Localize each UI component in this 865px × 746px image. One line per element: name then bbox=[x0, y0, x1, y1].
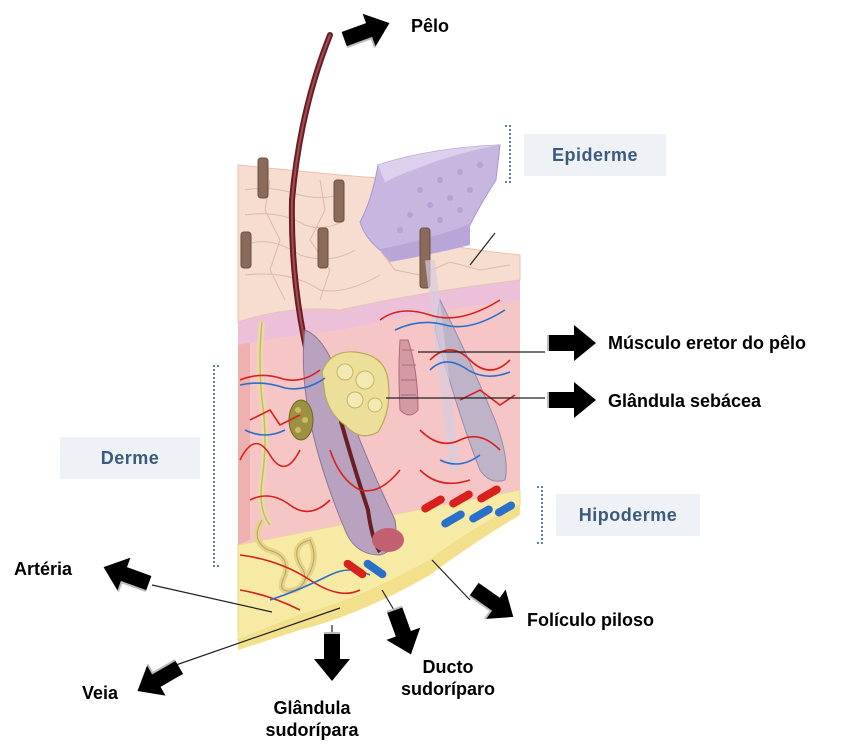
label-glandula-sud-line1: Glândula bbox=[252, 697, 372, 719]
label-ducto-sudoriparo: Ducto sudoríparo bbox=[386, 656, 510, 700]
arrow-foliculo bbox=[464, 575, 524, 632]
label-arteria: Artéria bbox=[14, 558, 72, 580]
label-pelo: Pêlo bbox=[411, 15, 449, 37]
region-epiderme: Epiderme bbox=[524, 134, 666, 176]
region-hipoderme: Hipoderme bbox=[556, 494, 700, 536]
arrow-ducto bbox=[378, 603, 428, 660]
arrow-musculo bbox=[548, 325, 596, 361]
skin-block bbox=[238, 35, 520, 650]
arrow-glandula-sebacea bbox=[548, 382, 596, 418]
label-foliculo-piloso: Folículo piloso bbox=[527, 609, 654, 631]
region-derme: Derme bbox=[60, 437, 200, 479]
label-glandula-sudoripara: Glândula sudorípara bbox=[252, 697, 372, 741]
arrow-pelo bbox=[338, 6, 395, 56]
arrow-veia bbox=[128, 651, 188, 706]
label-ducto-line1: Ducto bbox=[386, 656, 510, 678]
label-musculo-eretor: Músculo eretor do pêlo bbox=[608, 332, 806, 354]
arrow-glandula-sudoripara bbox=[314, 633, 350, 681]
arrow-arteria bbox=[97, 550, 154, 600]
label-glandula-sebacea: Glândula sebácea bbox=[608, 390, 761, 412]
label-veia: Veia bbox=[82, 682, 118, 704]
label-ducto-line2: sudoríparo bbox=[386, 678, 510, 700]
label-glandula-sud-line2: sudorípara bbox=[252, 719, 372, 741]
